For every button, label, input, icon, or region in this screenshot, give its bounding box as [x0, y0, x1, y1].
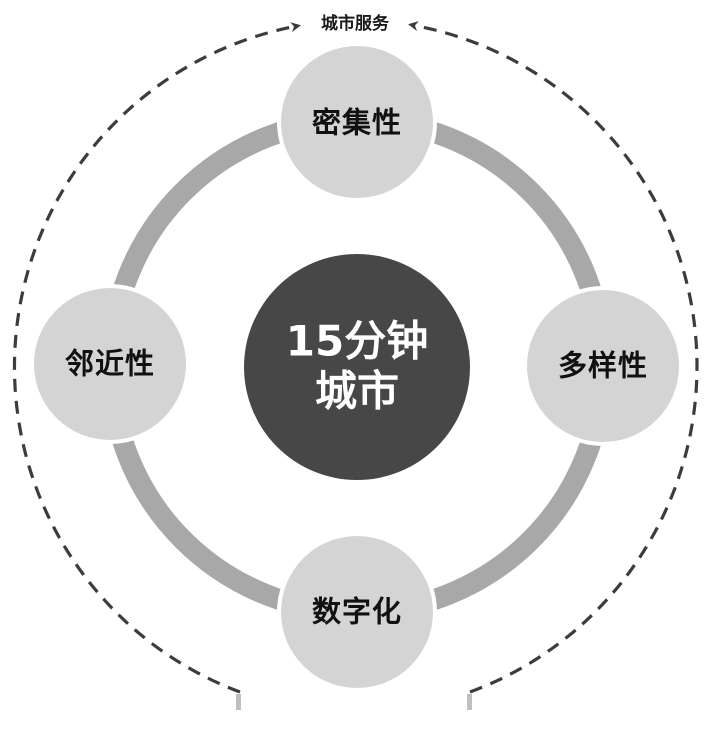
center-label-line1: 15分钟 — [285, 316, 429, 366]
arc-end-cap-left — [236, 694, 241, 710]
node-circle-left-fill — [34, 288, 186, 440]
dashed-arc-left — [12, 22, 301, 694]
dashed-arc-right — [408, 21, 699, 694]
node-label-diversity: 多样性 — [557, 348, 649, 383]
outer-arc-title: 城市服务 — [321, 14, 389, 35]
node-circle-right-fill — [527, 290, 679, 442]
outer-dashed-arc — [12, 21, 699, 710]
node-circle-top-fill — [281, 46, 433, 198]
center-circle — [244, 254, 470, 480]
node-label-proximity: 邻近性 — [64, 346, 156, 381]
node-label-density: 密集性 — [311, 105, 403, 140]
arc-end-cap-right — [467, 694, 472, 710]
node-circle-bottom-fill — [281, 536, 433, 688]
center-label-line2: 城市 — [314, 367, 400, 416]
node-label-digitalization: 数字化 — [311, 594, 403, 629]
center-label: 15分钟 城市 — [286, 317, 428, 418]
